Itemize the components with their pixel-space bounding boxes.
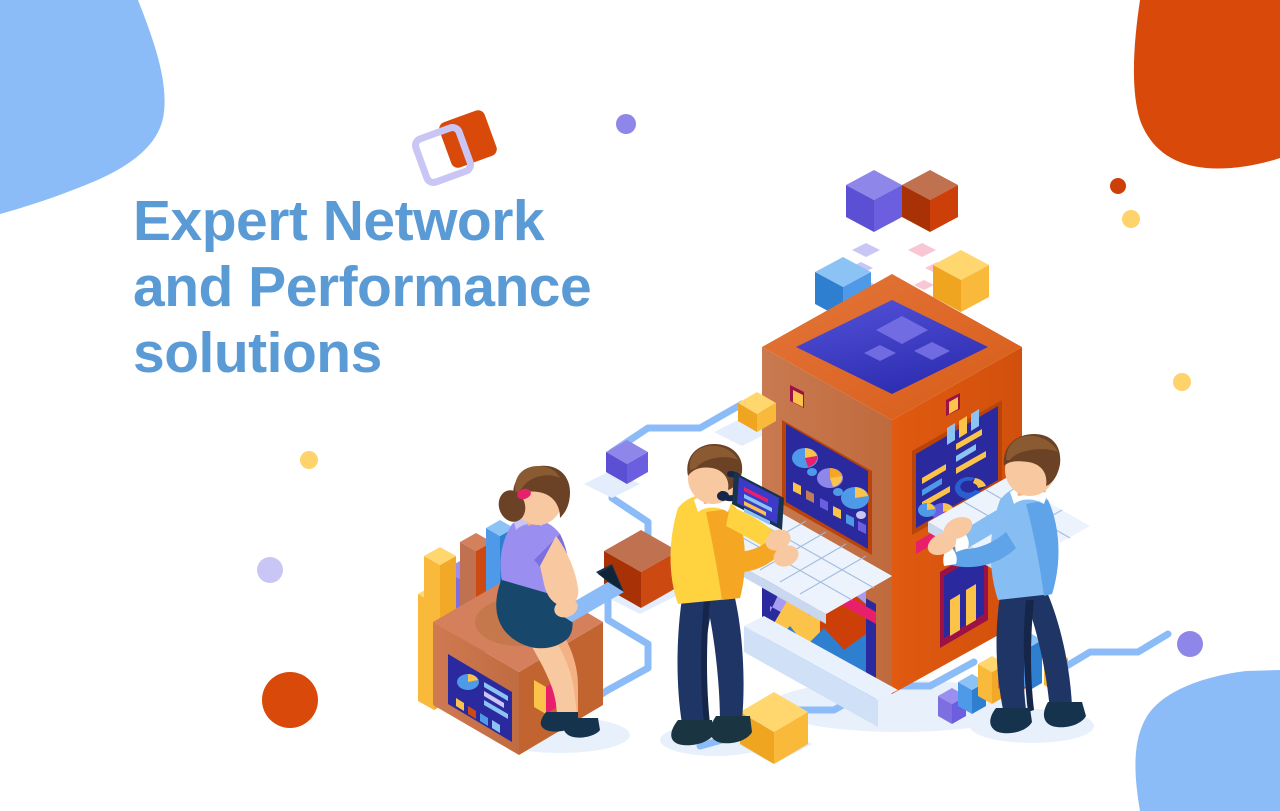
shoe-left (671, 720, 714, 746)
cube-purple-floating (846, 170, 902, 290)
shoe-left (990, 708, 1032, 734)
seat-box-chip (534, 680, 546, 714)
yellow-dot-left (300, 451, 318, 469)
cube-orange-floating (902, 170, 958, 290)
shoe-right (563, 718, 600, 738)
man-with-tablet (670, 444, 799, 746)
panel-legend-chips (793, 468, 866, 534)
indicator-light-right (946, 393, 960, 416)
arm-far (958, 506, 1010, 548)
lavender-outline-square (411, 123, 475, 187)
path-cube-orange (604, 530, 678, 608)
panel-bar-rows (922, 409, 986, 508)
area-chart-platform (744, 626, 878, 727)
yellow-dot-top-right (1122, 210, 1140, 228)
lavender-dot-left (257, 557, 283, 583)
tower-well-tiles (864, 316, 950, 361)
orange-dot-top-right (1110, 178, 1126, 194)
tablet[interactable] (732, 472, 784, 530)
man-at-keyboard (927, 434, 1086, 734)
seat-box-panel (448, 654, 512, 742)
hair-tie (517, 488, 531, 500)
top-left-blue-blob (0, 0, 165, 214)
bottom-right-blue-blob (1135, 670, 1280, 811)
pants (677, 594, 744, 726)
left-dashboard-panel (782, 420, 872, 555)
panel-pie-charts (792, 448, 869, 509)
path-cube-yellow-bottom (740, 692, 808, 764)
path-cube-purple (606, 440, 648, 484)
path-cube-yellow (738, 392, 776, 432)
arm (540, 536, 579, 607)
top-right-orange-blob (1133, 0, 1280, 169)
arm-near (718, 538, 782, 573)
lower-bars-panel (940, 544, 988, 648)
arm-near (948, 532, 1016, 568)
shoe-right (1043, 702, 1086, 728)
purple-dot-top (616, 114, 636, 134)
pants (996, 590, 1072, 714)
arm-far (726, 506, 776, 548)
tower-top-well (796, 300, 988, 394)
purple-dot-bottom-right (1177, 631, 1203, 657)
indicator-light-left (790, 385, 804, 408)
orange-circle-large (262, 672, 318, 728)
yellow-dot-right (1173, 373, 1191, 391)
rotated-squares-decoration (411, 110, 497, 187)
shoe-right (710, 716, 752, 744)
woman-with-laptop (496, 465, 624, 738)
